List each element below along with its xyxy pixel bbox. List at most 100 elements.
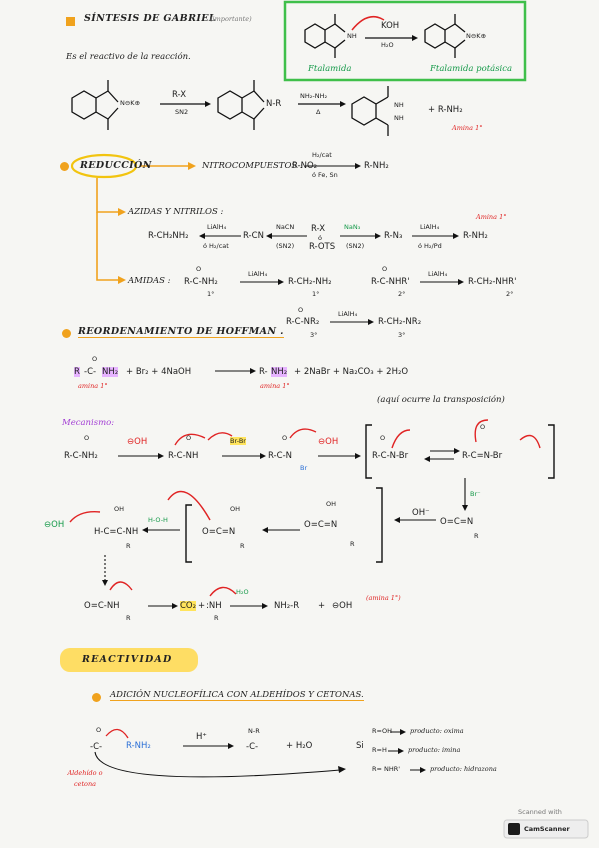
mech-r1-o: O (84, 434, 90, 442)
azida-chain-5: (SN2) (276, 242, 295, 250)
mech-r2-ohminus: OH⁻ (412, 508, 430, 518)
reactividad-highlight (60, 648, 198, 672)
amida2-reactant: R-C-NHR' (371, 277, 410, 287)
mech-r1-o-3: O (282, 434, 288, 442)
mech-br-minus: Br⁻ (470, 490, 481, 498)
nucleophile-label: R-NH₂ (126, 741, 151, 751)
hplus-label: H⁺ (196, 732, 207, 742)
mecanismo-label: Mecanismo: (62, 418, 115, 428)
azidas-amina1: Amina 1° (476, 213, 507, 221)
ftalamida-potasica-label: Ftalamida potásica (430, 64, 513, 74)
mech-r2-enol: H-C=C-NH (94, 527, 139, 537)
amida3-reagent: LiAlH₄ (338, 310, 358, 318)
azida-chain-8: R-OTS (309, 242, 336, 252)
camscanner-badge (503, 819, 589, 839)
reduccion-ellipse (70, 153, 138, 179)
mech-r1-o-5: O (480, 423, 486, 431)
carbonyl-o-mark: O (96, 726, 102, 734)
red-curved-arrow (351, 15, 385, 31)
amida3-reactant: R-C-NR₂ (286, 317, 320, 327)
amida1-product: R-CH₂-NH₂ (288, 277, 332, 287)
hoffman-r: R (74, 367, 80, 377)
hoffman-o-mark: O (92, 355, 98, 363)
case-1-cond: R=H (372, 746, 387, 754)
amida1-reactant: R-C-NH₂ (184, 277, 218, 287)
amida3-o-mark: O (298, 306, 304, 314)
azida-chain-3: R-CN (243, 231, 264, 241)
nitro-reactant: R-NO₂ (292, 161, 318, 171)
azida-chain-0: R-CH₂NH₂ (148, 231, 189, 241)
hoffman-nh2: NH₂ (102, 367, 119, 377)
mech-r3-co2: CO₂ (180, 601, 197, 611)
camscanner-logo (508, 823, 520, 835)
mech-r1-0: R-C-NH₂ (64, 451, 98, 461)
mech-oh: ⊖OH (127, 437, 148, 447)
hoffman-product-r: R- (259, 367, 268, 377)
azida-chain-11: R-N₃ (384, 231, 403, 241)
mech-r2-r1: R (126, 542, 131, 550)
mech-r2-r4: R (474, 532, 479, 540)
phthalhydrazide-structure (351, 86, 389, 136)
nitro-cond-top: H₂/cat (312, 151, 332, 159)
case-0-cond: R=OH (372, 727, 392, 735)
azida-chain-6: R-X (311, 224, 326, 234)
n-alkylphthalimide-structure (217, 80, 265, 130)
mech-r2-oh: ⊖OH (44, 520, 65, 530)
azida-chain-14: R-NH₂ (463, 231, 488, 241)
hoffman-byproducts: + 2NaBr + Na₂CO₃ + 2H₂O (294, 367, 409, 377)
carbonyl-structure: -C- (90, 742, 103, 752)
mech-r2-oh-mark: OH (114, 505, 125, 513)
mech-r3-oh: ⊖OH (332, 601, 353, 611)
mech-r3-r2: R (214, 614, 219, 622)
mech-r2-r2: R (240, 542, 245, 550)
gabriel-note: (importante) (210, 15, 252, 23)
delta-label: Δ (316, 108, 321, 116)
amida1-product-degree: 1° (312, 290, 320, 298)
imine-nr: N-R (248, 727, 260, 735)
mech-r2-oh-mark-2: OH (230, 505, 241, 513)
sn2-label: SN2 (175, 108, 189, 116)
case-2-prod: producto: hidrazona (430, 765, 497, 773)
mech-r1-4: R-C=N-Br (462, 451, 503, 461)
mech-r3-r1: R (126, 614, 131, 622)
case-0-prod: producto: oxima (410, 727, 464, 735)
reduccion-bullet-icon (60, 162, 69, 171)
ftalamida-potasica-structure (424, 14, 466, 58)
mech-r1-3: R-C-N-Br (372, 451, 409, 461)
amida1-reagent: LiAlH₄ (248, 270, 268, 278)
mech-r2-carbamate: O=C=N (304, 520, 338, 530)
amida2-product: R-CH₂-NHR' (468, 277, 517, 287)
azida-chain-1: LiAlH₄ (207, 223, 227, 231)
hoffman-product-nh2: NH₂ (271, 367, 288, 377)
gabriel-amina1: Amina 1° (452, 124, 483, 132)
azida-chain-9: NaN₃ (344, 223, 361, 231)
amida2-reagent: LiAlH₄ (428, 270, 448, 278)
amida1-o-mark: O (196, 265, 202, 273)
nk-label-top: N⊖K⊕ (466, 32, 487, 40)
mech-r3-h2o: H₂O (236, 588, 249, 596)
mech-r3-plus-2: + (318, 601, 326, 611)
mech-br2: Br-Br (230, 437, 246, 445)
amida3-product-degree: 3° (398, 331, 406, 339)
azidas-label: AZIDAS Y NITRILOS : (128, 207, 224, 217)
koh-label: KOH (381, 21, 400, 31)
azida-chain-7: ó (318, 234, 322, 242)
amidas-label: AMIDAS : (128, 276, 171, 286)
amida2-o-mark: O (382, 265, 388, 273)
mech-r1-o-2: O (186, 434, 192, 442)
azida-chain-13: ó H₂/Pd (418, 242, 442, 250)
gabriel-bullet-icon (66, 17, 75, 26)
case-2-cond: R= NHR' (372, 765, 401, 773)
hoffman-amina1-left: amina 1° (78, 382, 108, 390)
mech-r3-nh: :NH (206, 601, 222, 611)
amida3-product: R-CH₂-NR₂ (378, 317, 422, 327)
mech-r1-br: Br (300, 464, 308, 472)
mech-r2-r3: R (350, 540, 355, 548)
hydrazine-label: NH₂-NH₂ (300, 92, 328, 100)
reduccion-label: REDUCCIÓN (80, 160, 152, 171)
mech-r1-2: R-C-N (268, 451, 292, 461)
reactividad-subtitle: ADICIÓN NUCLEOFÍLICA CON ALDEHÍDOS Y CET… (110, 690, 364, 701)
gabriel-subtitle: Es el reactivo de la reacción. (66, 52, 191, 62)
hydrazide-nh-top: NH (394, 101, 404, 109)
water-label: + H₂O (286, 741, 313, 751)
